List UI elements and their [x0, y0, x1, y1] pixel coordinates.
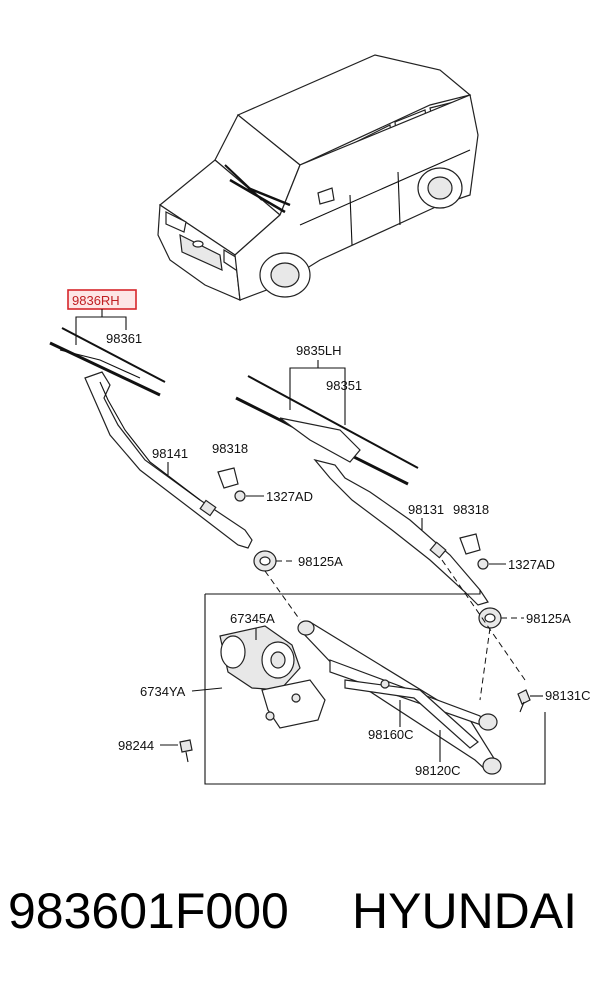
- rh-cap-part: [217, 467, 239, 489]
- rh-cover-label: 98125A: [298, 554, 343, 569]
- part-number-text: 983601F000: [8, 883, 289, 939]
- rh-arm-group: 98141 98318 1327AD 98125A: [152, 441, 343, 572]
- brand-text: HYUNDAI: [352, 883, 577, 939]
- lh-arm-group: 98131 98318 1327AD 98125A: [408, 502, 571, 629]
- rh-blade-label: 9836RH: [72, 293, 120, 308]
- lh-cap-part: [459, 533, 481, 555]
- rod-label: 98160C: [368, 727, 414, 742]
- left-bolt-part: [179, 739, 193, 753]
- lh-blade-group: 9835LH 98351: [235, 343, 489, 606]
- rh-cap-label: 98318: [212, 441, 248, 456]
- rh-nut-part: [234, 490, 246, 502]
- rh-blade-group: 9836RH 98361: [49, 289, 253, 549]
- lh-nut-label: 1327AD: [508, 557, 555, 572]
- motor-linkage-group: [179, 590, 546, 785]
- rh-refill-label: 98361: [106, 331, 142, 346]
- linkage-label: 6734YA: [140, 684, 186, 699]
- lh-arm-label: 98131: [408, 502, 444, 517]
- lh-cap-label: 98318: [453, 502, 489, 517]
- right-bolt-part: [517, 689, 531, 705]
- left-bolt-label: 98244: [118, 738, 154, 753]
- crank-label: 98120C: [415, 763, 461, 778]
- right-bolt-label: 98131C: [545, 688, 591, 703]
- rh-nut-label: 1327AD: [266, 489, 313, 504]
- lh-cover-label: 98125A: [526, 611, 571, 626]
- lh-nut-part: [477, 558, 489, 570]
- lh-refill-label: 98351: [326, 378, 362, 393]
- lh-blade-label: 9835LH: [296, 343, 342, 358]
- motor-label: 67345A: [230, 611, 275, 626]
- rh-arm-label: 98141: [152, 446, 188, 461]
- motor-linkage-labels: 67345A 6734YA 98131C 98244 98160C 98120C: [118, 611, 591, 778]
- vehicle-illustration: [157, 54, 479, 301]
